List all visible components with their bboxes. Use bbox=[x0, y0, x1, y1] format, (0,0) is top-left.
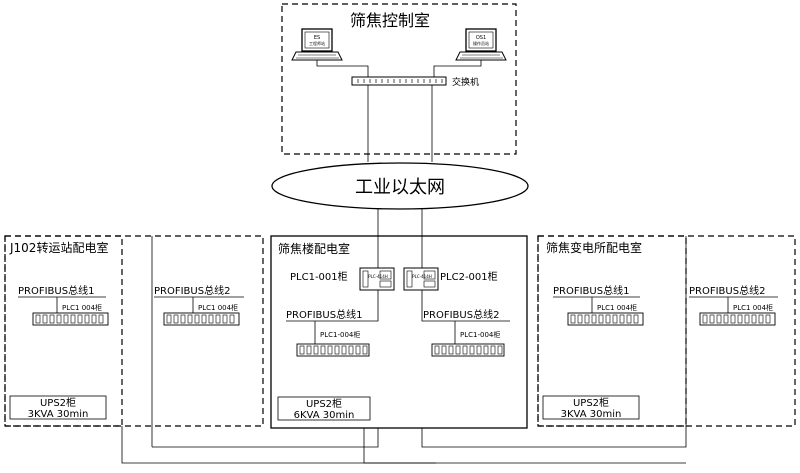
j102-ups-box bbox=[9, 395, 107, 420]
j102-room-title: J102转运站配电室 bbox=[9, 240, 108, 255]
plc1-rack-icon: PLC-414H bbox=[359, 267, 395, 291]
switch-label: 交换机 bbox=[452, 76, 479, 88]
j102-node2-label: PLC1 004柜 bbox=[198, 303, 238, 312]
j102-node1-label: PLC1 004柜 bbox=[62, 303, 102, 312]
j102-room-box bbox=[4, 235, 264, 427]
shaijiao-node1-label: PLC1-004柜 bbox=[320, 330, 360, 339]
bus1-left-cable bbox=[121, 426, 436, 464]
plc2-rack-icon: PLC-414H bbox=[403, 267, 439, 291]
plc2-box-label: PLC-414H bbox=[412, 274, 432, 279]
bus1-right-cable bbox=[363, 428, 686, 464]
shaijiao-bus2-label: PROFIBUS总线2 bbox=[423, 308, 499, 321]
shaijiao-bus2-line bbox=[421, 290, 510, 322]
os1-sublabel: 操作员站 bbox=[473, 40, 489, 46]
shaijiao-node1-terminal-icon bbox=[296, 343, 370, 357]
shaijiao-node2-terminal-icon bbox=[431, 343, 505, 357]
plc2-001-label: PLC2-001柜 bbox=[440, 270, 498, 283]
control-room-box bbox=[281, 3, 517, 155]
biandiansuo-node1-label: PLC1 004柜 bbox=[597, 303, 637, 312]
biandiansuo-room-title: 筛焦变电所配电室 bbox=[546, 240, 642, 255]
shaijiao-bus1-line bbox=[286, 290, 379, 322]
os1-label: OS1 bbox=[476, 35, 486, 41]
biandiansuo-bus2-label: PROFIBUS总线2 bbox=[689, 284, 765, 297]
shaijiao-room-title: 筛焦楼配电室 bbox=[278, 241, 350, 256]
os1-workstation-icon: OS1 操作员站 bbox=[455, 28, 507, 61]
biandiansuo-ups-line2: 3KVA 30min bbox=[561, 409, 622, 420]
biandiansuo-node2-terminal-icon bbox=[699, 312, 776, 326]
shaijiao-room-box bbox=[270, 235, 528, 429]
biandiansuo-node1-terminal-icon bbox=[567, 312, 644, 326]
es-label: ES bbox=[314, 35, 320, 41]
biandiansuo-inner-box bbox=[537, 235, 687, 427]
j102-bus2-label: PROFIBUS总线2 bbox=[154, 284, 230, 297]
shaijiao-node2-label: PLC1-004柜 bbox=[460, 330, 500, 339]
shaijiao-ups-line2: 6KVA 30min bbox=[294, 410, 355, 421]
j102-node1-terminal-icon bbox=[32, 312, 109, 326]
shaijiao-ups-box bbox=[277, 396, 371, 421]
os1-link bbox=[433, 60, 482, 77]
bus2-right-cable bbox=[421, 236, 687, 448]
j102-ups-line2: 3KVA 30min bbox=[28, 409, 89, 420]
j102-bus1-label: PROFIBUS总线1 bbox=[18, 284, 94, 297]
shaijiao-ups-line1: UPS2柜 bbox=[306, 397, 342, 410]
control-room-title: 筛焦控制室 bbox=[350, 11, 430, 30]
biandiansuo-ups-line1: UPS2柜 bbox=[573, 396, 609, 409]
es-sublabel: 工程师站 bbox=[309, 40, 325, 46]
biandiansuo-ups-box bbox=[542, 395, 640, 420]
j102-node2-terminal-icon bbox=[163, 312, 240, 326]
biandiansuo-bus1-label: PROFIBUS总线1 bbox=[553, 284, 629, 297]
plc1-001-label: PLC1-001柜 bbox=[290, 270, 348, 283]
industrial-ethernet-ellipse bbox=[271, 162, 529, 210]
j102-inner-box bbox=[4, 235, 123, 427]
es-link bbox=[316, 60, 369, 77]
j102-ups-line1: UPS2柜 bbox=[40, 396, 76, 409]
biandiansuo-node2-label: PLC1 004柜 bbox=[733, 303, 773, 312]
plc1-box-label: PLC-414H bbox=[368, 274, 388, 279]
industrial-ethernet-label: 工业以太网 bbox=[355, 177, 445, 198]
es-workstation-icon: ES 工程师站 bbox=[291, 28, 343, 61]
bus2-left-cable bbox=[152, 428, 379, 448]
biandiansuo-room-box bbox=[537, 235, 796, 427]
switch-icon bbox=[351, 76, 447, 86]
shaijiao-bus1-label: PROFIBUS总线1 bbox=[286, 308, 362, 321]
